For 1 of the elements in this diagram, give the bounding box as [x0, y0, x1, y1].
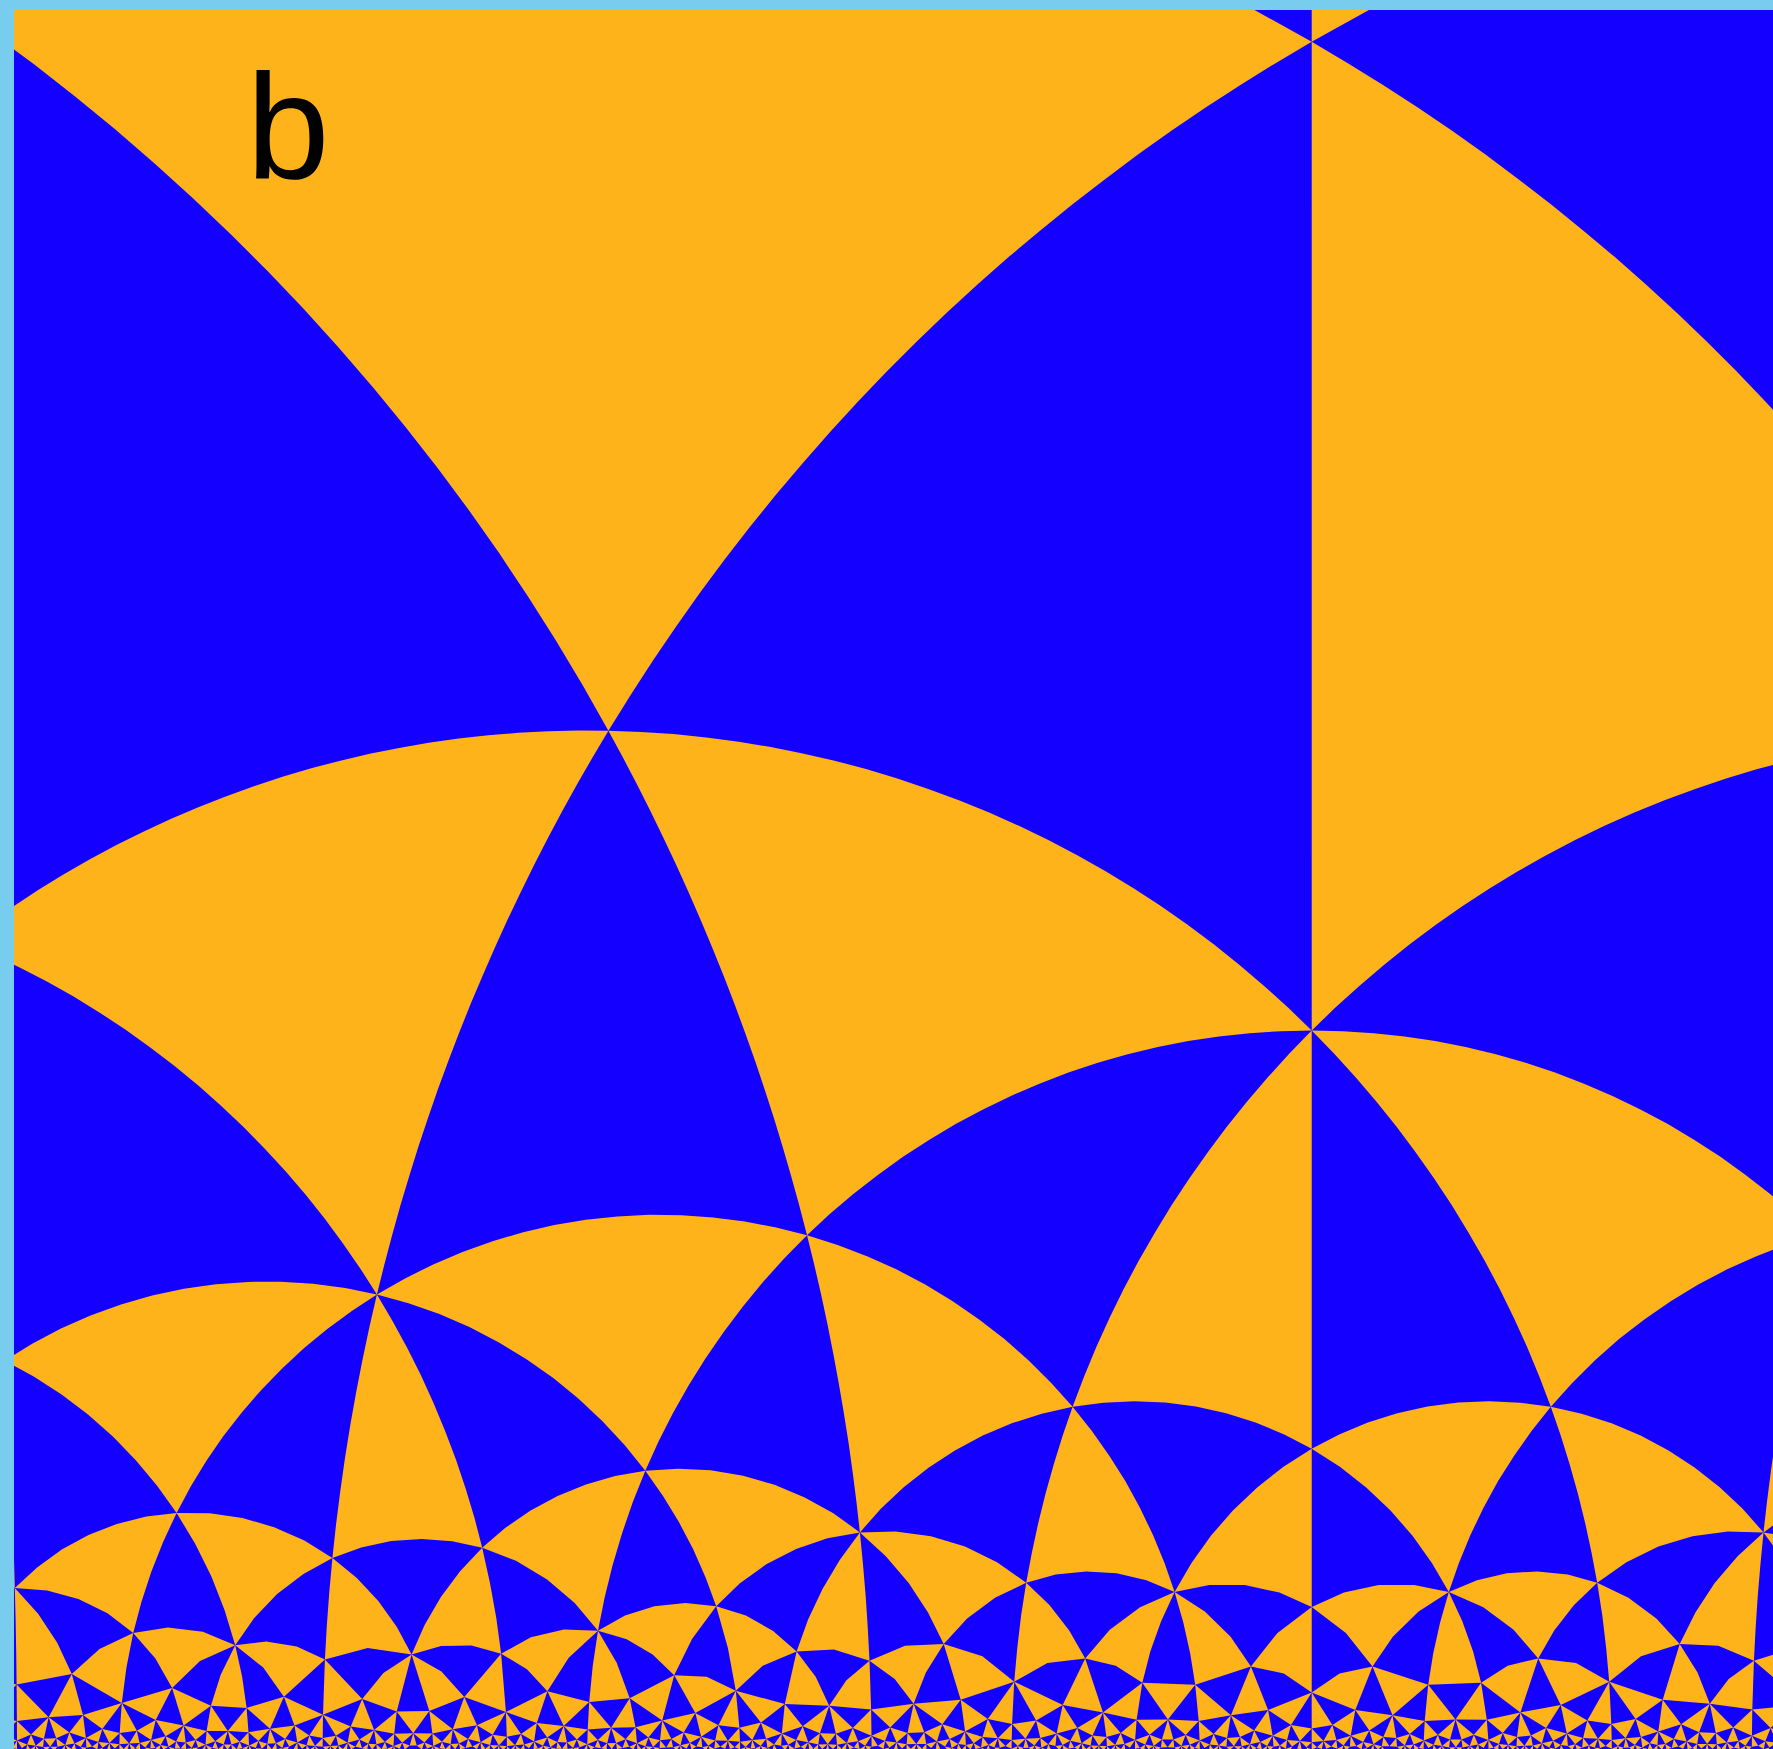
panel-letter: b [256, 70, 324, 180]
